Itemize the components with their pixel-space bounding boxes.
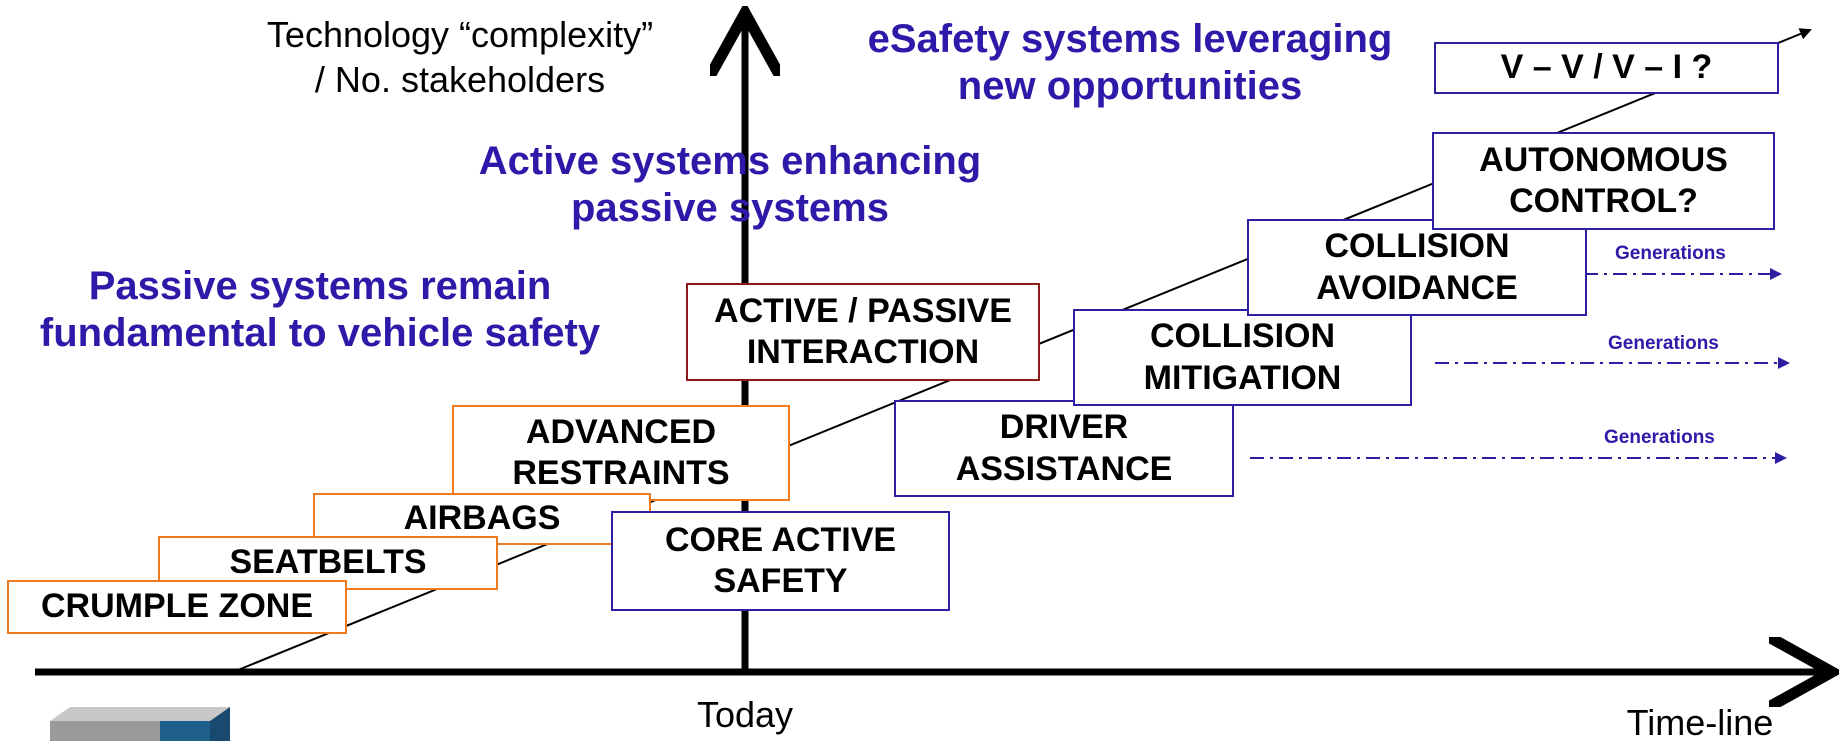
y-axis-label: Technology “complexity” / No. stakeholde… — [225, 12, 695, 102]
passive-heading: Passive systems remain fundamental to ve… — [39, 264, 601, 356]
generations-label-1: Generations — [1615, 243, 1726, 264]
box-active-passive-interaction: ACTIVE / PASSIVE INTERACTION — [686, 283, 1040, 381]
timeline-label: Time-line — [1626, 702, 1774, 743]
box-driver-assistance: DRIVER ASSISTANCE — [894, 400, 1234, 497]
active-heading: Active systems enhancing passive systems — [478, 139, 982, 231]
today-label: Today — [696, 694, 794, 735]
box-crumple-zone: CRUMPLE ZONE — [7, 580, 347, 634]
box-core-active-safety: CORE ACTIVE SAFETY — [611, 511, 950, 611]
box-collision-avoidance: COLLISION AVOIDANCE — [1247, 219, 1587, 316]
box-collision-mitigation: COLLISION MITIGATION — [1073, 309, 1412, 406]
logo-graphic — [50, 707, 230, 741]
esafety-heading: eSafety systems leveraging new opportuni… — [867, 17, 1393, 109]
box-advanced-restraints: ADVANCED RESTRAINTS — [452, 405, 790, 501]
y-axis-label-line2: / No. stakeholders — [314, 59, 606, 100]
generations-label-2: Generations — [1608, 333, 1719, 354]
box-autonomous-control: AUTONOMOUS CONTROL? — [1432, 132, 1775, 230]
box-v2v-v2i: V – V / V – I ? — [1434, 42, 1779, 94]
generations-label-3: Generations — [1604, 427, 1715, 448]
y-axis-label-line1: Technology “complexity” — [266, 14, 654, 55]
